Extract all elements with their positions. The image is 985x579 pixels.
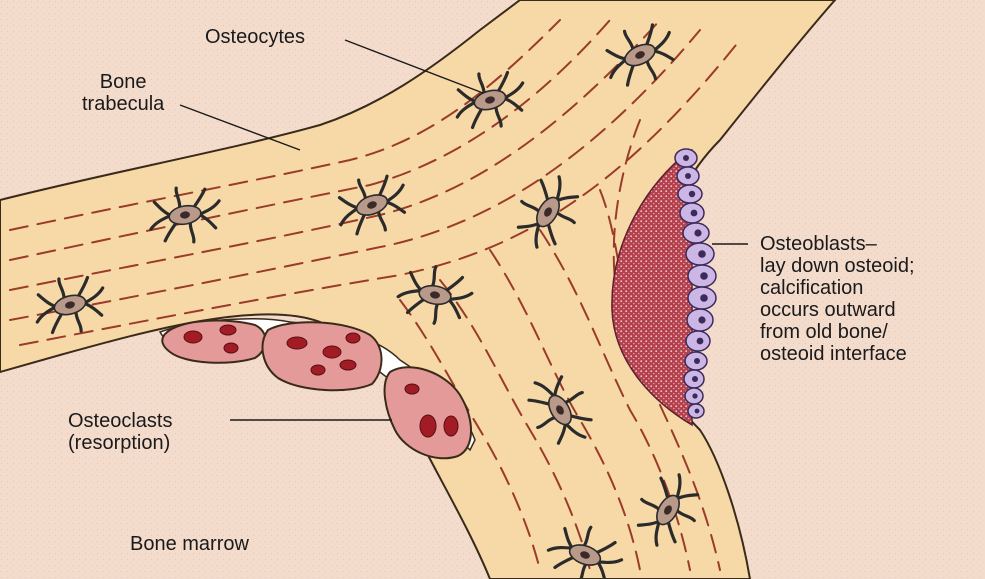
label-osteoblasts-line-2: lay down osteoid; — [760, 255, 915, 277]
label-osteoblasts-line-5: from old bone/ — [760, 321, 915, 343]
label-bone-trabecula-line-1: Bone — [82, 71, 164, 93]
label-osteoclasts-line-2: (resorption) — [68, 432, 172, 454]
label-osteocytes: Osteocytes — [205, 26, 305, 48]
label-bone-trabecula: Bone trabecula — [82, 71, 164, 115]
label-osteoblasts-line-3: calcification — [760, 277, 915, 299]
label-osteoblasts-line-1: Osteoblasts– — [760, 233, 915, 255]
label-osteoblasts-line-4: occurs outward — [760, 299, 915, 321]
label-osteoblasts: Osteoblasts– lay down osteoid; calcifica… — [760, 233, 915, 365]
label-osteoclasts-line-1: Osteoclasts — [68, 410, 172, 432]
label-osteoclasts: Osteoclasts (resorption) — [68, 410, 172, 454]
label-bone-marrow: Bone marrow — [130, 533, 249, 555]
label-osteoblasts-line-6: osteoid interface — [760, 343, 915, 365]
label-bone-trabecula-line-2: trabecula — [82, 93, 164, 115]
